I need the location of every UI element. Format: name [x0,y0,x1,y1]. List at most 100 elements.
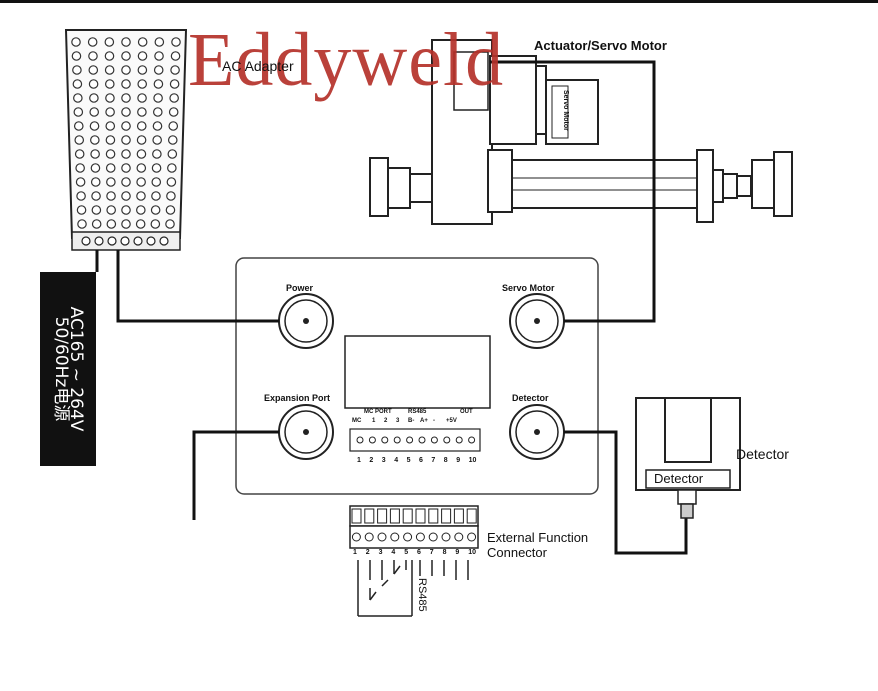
adapter-terminal-screw [120,236,130,246]
grille-hole [106,177,116,187]
grille-hole [166,191,176,201]
grille-hole [105,163,116,173]
grille-hole [121,191,131,201]
grille-hole [104,65,115,75]
rs485-port-label: RS485 [408,409,427,415]
watermark-text: Eddyweld [188,18,505,102]
connector-slot [453,508,464,524]
actuator-label: Actuator/Servo Motor [534,38,667,53]
grille-hole [137,65,148,75]
connector-slot [351,508,362,524]
terminal-number: 6 [419,457,423,464]
adapter-terminal-screw [94,236,104,246]
connector-screw [403,532,413,542]
grille-hole [74,149,85,159]
grille-hole [121,149,131,159]
grille-hole [72,65,82,75]
grille-hole [106,205,116,215]
ac-input-label: AC165 ~ 264V 50/60Hz电源 [51,306,86,432]
grille-hole [150,205,161,215]
power-port [278,293,334,349]
grille-hole [121,135,131,145]
grille-hole [170,51,181,61]
panel-terminal-pins [356,436,476,444]
grille-hole [88,51,98,61]
adapter-terminal-screw [107,236,117,246]
actuator-assembly [369,39,793,225]
terminal-sub-label: +5V [446,418,457,424]
connector-screw [377,532,387,542]
grille-hole [151,191,161,201]
grille-hole [121,51,131,61]
grille-hole [74,135,85,145]
grille-hole [104,37,115,47]
grille-hole [153,65,164,75]
grille-hole [121,163,131,173]
connector-screw [454,532,464,542]
grille-hole [137,79,148,89]
grille-hole [171,37,181,47]
grille-hole [121,177,131,187]
grille-hole [168,121,179,131]
terminal-number: 5 [406,457,411,464]
out-label: OUT [460,409,473,415]
terminal-sub-label: B- [408,418,415,424]
power-label: Power [286,283,314,293]
servo-motor-port [509,293,565,349]
connector-number: 7 [429,549,434,556]
connector-slot [466,508,477,524]
grille-hole [105,149,116,159]
grille-hole [152,135,162,145]
panel-terminal-pin [418,436,426,444]
grille-hole [88,65,99,75]
grille-hole [170,65,180,75]
panel-terminal-strip [349,428,481,452]
grille-hole [169,93,179,103]
connector-number: 6 [417,549,421,556]
ac-adapter [64,29,188,251]
grille-hole [73,107,84,117]
grille-hole [136,149,147,159]
grille-hole [152,107,163,117]
grille-hole [150,219,161,229]
connector-screw [364,532,374,542]
grille-hole [121,65,131,75]
detector-sensor [635,397,741,519]
connector-slot [364,508,375,524]
grille-hole [76,205,87,215]
connector-number: 8 [442,549,447,556]
grille-hole [90,177,101,187]
servo-motor-side-label: Servo Motor [562,90,569,131]
grille-hole [90,149,100,159]
mc-port-label: MC PORT [364,409,392,415]
adapter-terminal-screw [133,236,143,246]
connector-number: 1 [353,549,357,556]
grille-hole [165,219,175,229]
terminal-number: 3 [381,457,386,464]
grille-hole [136,205,146,215]
connector-number: 5 [404,549,409,556]
panel-terminal-pin [430,436,438,444]
connector-number: 9 [455,549,460,556]
grille-hole [135,219,146,229]
grille-hole [105,135,116,145]
grille-hole [73,93,83,103]
connector-screw [351,532,361,542]
panel-terminal-pin [468,436,476,444]
grille-hole [152,149,162,159]
connector-slot [428,508,439,524]
panel-terminal-pin [443,436,451,444]
terminal-number: 7 [431,457,436,464]
grille-hole [167,149,178,159]
expansion-port [278,404,334,460]
connector-slot [377,508,388,524]
grille-hole [136,135,147,145]
ac-adapter-label: AC Adapter [222,58,294,74]
grille-hole [137,93,147,103]
adapter-terminal-screw [159,236,169,246]
terminal-number: 1 [357,457,361,464]
grille-hole [121,205,131,215]
terminal-sub-label: A+ [420,418,428,424]
grille-hole [136,163,147,173]
grille-hole [89,107,100,117]
